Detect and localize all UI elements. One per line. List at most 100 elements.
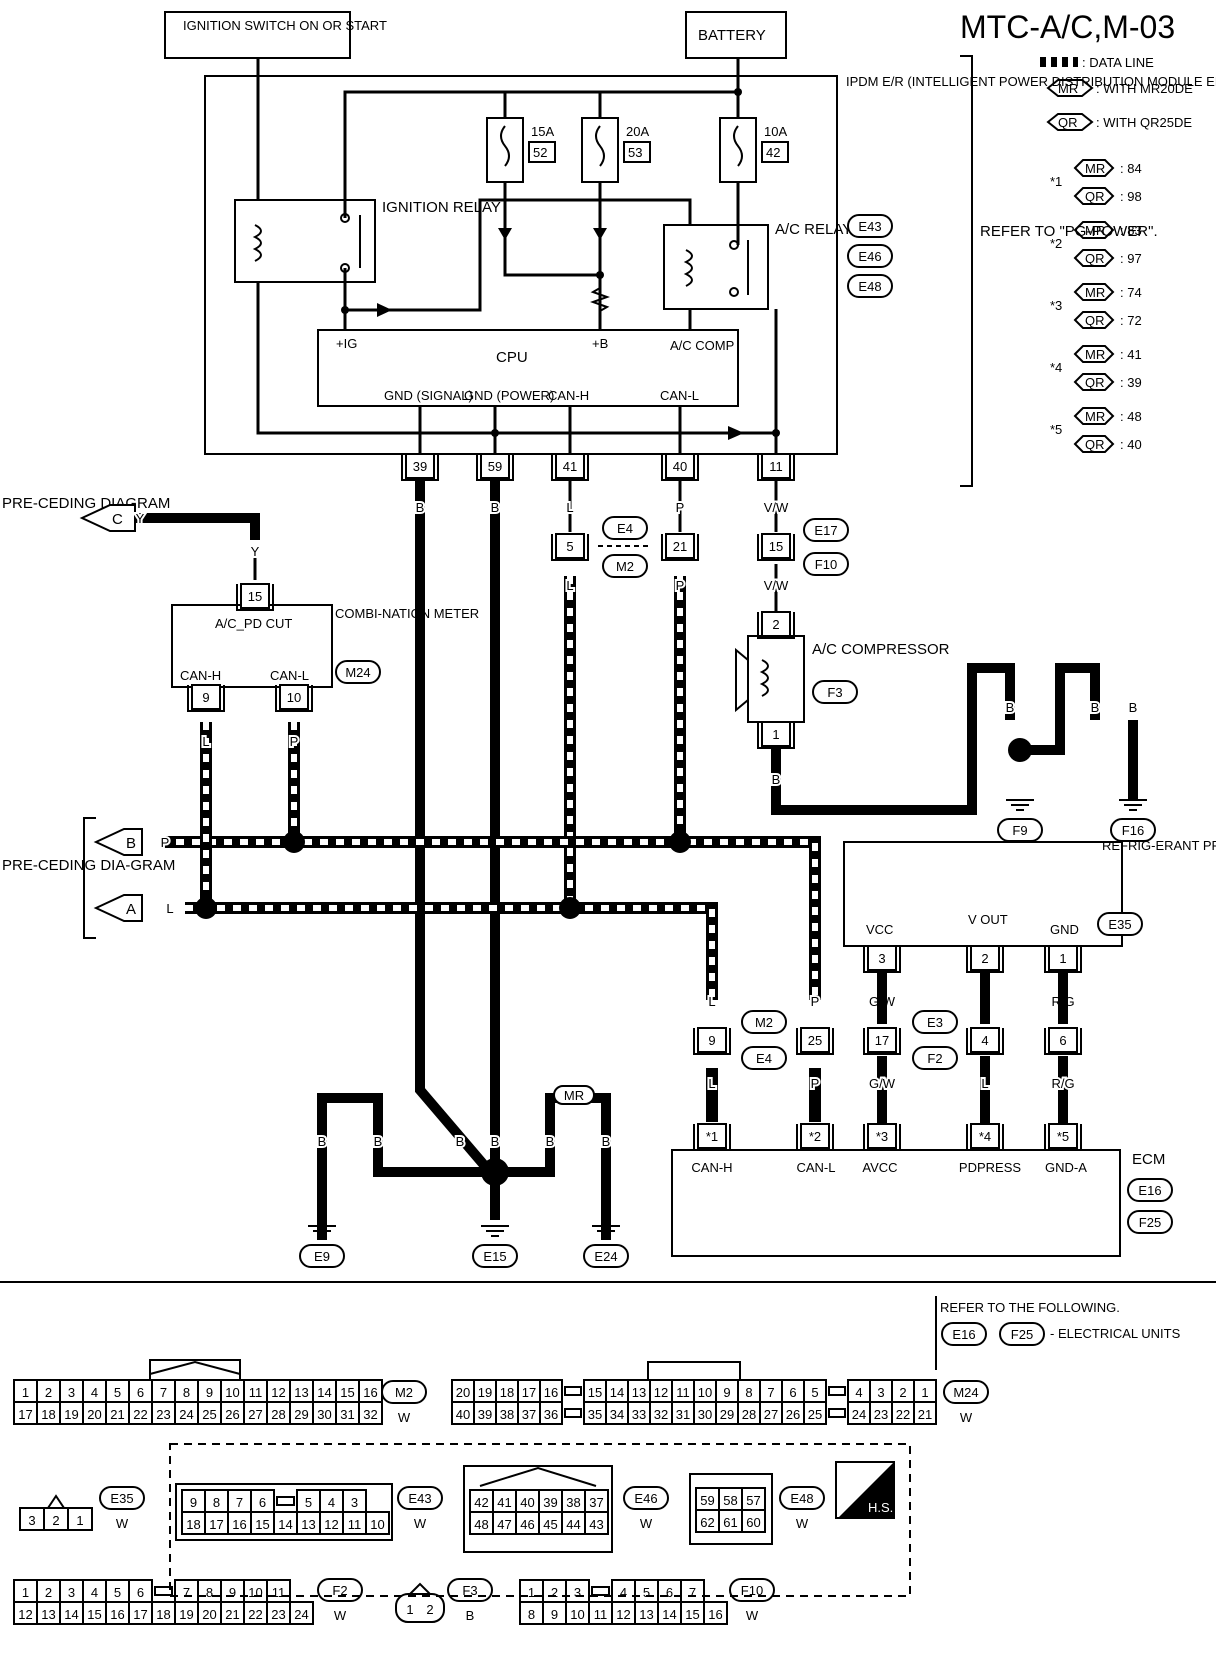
note-qr-value: : 97 (1120, 251, 1142, 266)
qr-symbol (1073, 187, 1115, 205)
joint-e4: E4 (756, 1051, 772, 1066)
battery-box: BATTERY (685, 11, 787, 59)
note-star: *1 (1050, 174, 1062, 189)
connector-pin: 2 (45, 1385, 52, 1400)
legend-data-line: : DATA LINE (1082, 55, 1154, 70)
joint-m2-oval (602, 554, 648, 578)
note-star: *5 (1050, 422, 1062, 437)
connector-pin: 35 (588, 1407, 602, 1422)
connector-pin: 5 (643, 1585, 650, 1600)
ground-e9-oval (299, 1244, 345, 1268)
connector-pin: 40 (520, 1495, 534, 1510)
connector-pin: 26 (786, 1407, 800, 1422)
data-lines (160, 576, 1032, 1122)
connector-pin: 3 (877, 1385, 884, 1400)
connector-pin: 3 (68, 1585, 75, 1600)
note-star: *4 (1050, 360, 1062, 375)
connector-pin: 18 (186, 1517, 200, 1532)
connector-pin: 9 (723, 1385, 730, 1400)
connector-pin: 22 (896, 1407, 910, 1422)
connector-pin: 18 (41, 1407, 55, 1422)
connector-e43-name-oval (397, 1486, 443, 1510)
ipdm-pin: 11 (769, 459, 783, 474)
connector-pin: 10 (370, 1517, 384, 1532)
joint-e3: E3 (927, 1015, 943, 1030)
connector-pin: 6 (137, 1385, 144, 1400)
wire-color-label: L (566, 578, 573, 593)
wire-color-label: P (811, 994, 820, 1009)
connector-pin: 21 (918, 1407, 932, 1422)
sensor-pin: 1 (1059, 951, 1066, 966)
exterior-wiring (135, 478, 1138, 1176)
note-qr-value: : 39 (1120, 375, 1142, 390)
ground-e15: E15 (483, 1249, 506, 1264)
connector-pin: 48 (474, 1517, 488, 1532)
connector-pin: 5 (811, 1385, 818, 1400)
connector-pin: 39 (478, 1407, 492, 1422)
connector-e35-name: E35 (110, 1491, 133, 1506)
mr-symbol (1073, 407, 1115, 425)
ecm-pin-name: AVCC (862, 1160, 897, 1175)
connector-pin: 29 (720, 1407, 734, 1422)
connector-pin: 21 (225, 1607, 239, 1622)
connector-pin: 19 (179, 1607, 193, 1622)
connector-pin: 12 (324, 1517, 338, 1532)
joint-e17: E17 (814, 523, 837, 538)
wire-color-label: B (416, 500, 425, 515)
connector-pin: 27 (248, 1407, 262, 1422)
connector-pin: 44 (566, 1517, 580, 1532)
connector-pin: 37 (589, 1495, 603, 1510)
refer-units-text: REFER TO THE FOLLOWING. (940, 1300, 1120, 1315)
connector-pin: 8 (206, 1585, 213, 1600)
cpu-can-h: CAN-H (548, 388, 589, 403)
cpu-gnd-signal: GND (SIGNAL) (384, 388, 473, 403)
compressor-pin: 2 (772, 617, 779, 632)
battery-label: BATTERY (698, 27, 766, 44)
connector-e43-name: E43 (408, 1491, 431, 1506)
connector-pin: 57 (746, 1493, 760, 1508)
ecm-pin-name: CAN-L (796, 1160, 835, 1175)
ecm-label: ECM (1132, 1151, 1165, 1168)
connector-pin: 40 (456, 1407, 470, 1422)
connector-pin: 58 (723, 1493, 737, 1508)
connector-f3-color: B (466, 1608, 475, 1623)
wire-color-label: P (676, 500, 685, 515)
meter-pin: 15 (248, 589, 262, 604)
connector-pin: 6 (137, 1585, 144, 1600)
connector-pin: 16 (110, 1607, 124, 1622)
ipdm-connector-e43-oval (847, 214, 893, 238)
diagram-title: MTC-A/C,M-03 (960, 9, 1175, 45)
ecm-pin-name: CAN-H (691, 1160, 732, 1175)
connector-pin: 9 (551, 1607, 558, 1622)
connector-pin: 16 (544, 1385, 558, 1400)
connector-pin: 20 (87, 1407, 101, 1422)
wire-color-label: V/W (764, 500, 789, 515)
connector-pin: 15 (685, 1607, 699, 1622)
ipdm-connector-group (169, 1443, 911, 1597)
ground-f16: F16 (1122, 823, 1144, 838)
connector-pin: 47 (497, 1517, 511, 1532)
connector-pin: 20 (202, 1607, 216, 1622)
arrow-a (93, 894, 143, 922)
connector-pin: 16 (363, 1385, 377, 1400)
mr-symbol (1073, 345, 1115, 363)
mr-tag: MR (564, 1088, 584, 1103)
mr-symbol (1046, 79, 1094, 97)
wire-color-label: Y (251, 544, 260, 559)
ipdm-connector-e46-oval (847, 244, 893, 268)
connector-pin: 22 (248, 1607, 262, 1622)
connector-pin: 3 (68, 1385, 75, 1400)
wire-color-label: B (491, 500, 500, 515)
connector-pin: 29 (294, 1407, 308, 1422)
ecm-connector-e16-oval (1127, 1178, 1173, 1202)
legend-qr-text: : WITH QR25DE (1096, 115, 1192, 130)
fuse-amp: 15A (531, 124, 554, 139)
connector-pin: 24 (852, 1407, 866, 1422)
connector-pin: 22 (133, 1407, 147, 1422)
connector-pin: 19 (64, 1407, 78, 1422)
